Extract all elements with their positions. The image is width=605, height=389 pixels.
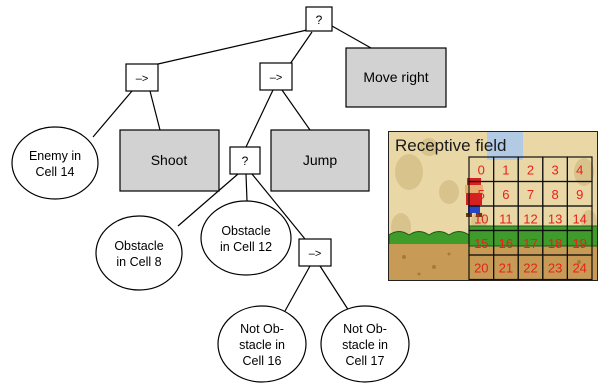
obstacle-cell-8-condition: Obstacle in Cell 8	[95, 215, 183, 291]
sequence-middle-label: –>	[270, 72, 283, 84]
sequence-left-label: –>	[136, 73, 149, 85]
selector-node-middle: ?	[229, 146, 261, 175]
grid-cell-label: 23	[548, 260, 562, 275]
grid-cell-label: 6	[502, 187, 509, 202]
jump-action: Jump	[270, 129, 370, 192]
grid-cell-label: 22	[523, 260, 537, 275]
notobs16-line-2: stacle in	[239, 338, 285, 352]
grid-cell-label: 1	[502, 162, 509, 177]
scene-highlight	[487, 132, 523, 160]
obstacle8-line-2: in Cell 8	[116, 255, 161, 269]
sequence-node-left: –>	[125, 63, 159, 92]
grid-cell-label: 18	[548, 236, 562, 251]
grid-cell-label: 8	[551, 187, 558, 202]
obstacle-cell-12-condition: Obstacle in Cell 12	[200, 200, 292, 276]
grid-cell-label: 14	[572, 211, 586, 226]
not-obstacle-cell-17-condition: Not Ob- stacle in Cell 17	[320, 305, 410, 383]
shoot-label: Shoot	[151, 152, 188, 168]
grid-cell-label: 11	[499, 211, 513, 226]
obstacle12-line-2: in Cell 12	[220, 240, 272, 254]
shoot-action: Shoot	[119, 129, 220, 192]
sequence-node-middle: –>	[259, 62, 293, 91]
grid-cell-label: 2	[527, 162, 534, 177]
grid-cell-label: 4	[576, 162, 583, 177]
grid-cell-label: 19	[572, 236, 586, 251]
notobs17-line-3: Cell 17	[346, 354, 385, 368]
grid-cell	[566, 254, 593, 280]
grid-cell-label: 24	[572, 260, 586, 275]
grid-cell-label: 12	[523, 211, 537, 226]
tree-edges	[92, 25, 372, 312]
grid-cell-label: 20	[474, 260, 488, 275]
move-right-label: Move right	[363, 69, 428, 85]
scene-ground-dots	[402, 252, 581, 276]
jump-label: Jump	[303, 152, 337, 168]
obstacle8-line-1: Obstacle	[114, 239, 163, 253]
grid-cell-label: 13	[548, 211, 562, 226]
grid-cell-label: 3	[551, 162, 558, 177]
grid-cell-label: 21	[499, 260, 513, 275]
not-obstacle-cell-16-condition: Not Ob- stacle in Cell 16	[217, 305, 307, 383]
enemy-condition: Enemy in Cell 14	[11, 126, 99, 200]
sequence-node-low: –>	[298, 238, 332, 267]
enemy-line-1: Enemy in	[29, 149, 81, 163]
enemy-line-2: Cell 14	[36, 165, 75, 179]
move-right-action: Move right	[345, 47, 447, 108]
grid-cell-label: 17	[523, 236, 537, 251]
grid-cell-label: 15	[474, 236, 488, 251]
notobs17-line-2: stacle in	[342, 338, 388, 352]
grid-cell-label: 5	[478, 187, 485, 202]
scene-bush	[389, 231, 470, 247]
grid-cell-label: 16	[499, 236, 513, 251]
receptive-field-title: Receptive field	[395, 136, 507, 155]
grid-cell-label: 7	[527, 187, 534, 202]
selector-middle-label: ?	[242, 154, 249, 168]
root-selector-label: ?	[316, 13, 323, 27]
grid-cell-label: 9	[576, 187, 583, 202]
notobs17-line-1: Not Ob-	[343, 322, 387, 336]
grid-cell-label: 0	[478, 162, 485, 177]
grid-cell-label: 10	[474, 211, 488, 226]
root-selector-node: ?	[305, 6, 333, 32]
scene-ground	[389, 244, 597, 280]
sequence-low-label: –>	[309, 248, 322, 260]
obstacle12-line-1: Obstacle	[221, 224, 270, 238]
notobs16-line-1: Not Ob-	[240, 322, 284, 336]
notobs16-line-3: Cell 16	[243, 354, 282, 368]
